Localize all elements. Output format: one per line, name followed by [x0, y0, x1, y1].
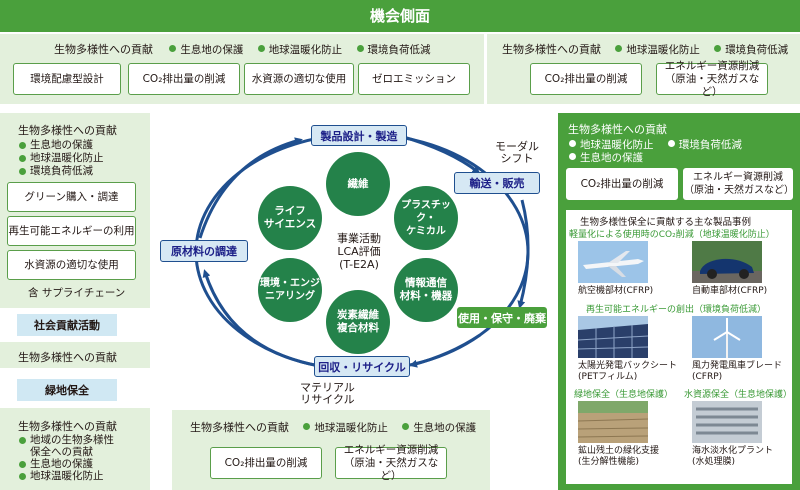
- social-panel: [0, 342, 150, 368]
- bullet-item: 地球温暖化防止: [614, 42, 700, 57]
- panel-title: 生物多様性への貢献: [18, 420, 117, 433]
- box-energy-resources: エネルギー資源削減 （原油・天然ガスなど）: [335, 444, 447, 482]
- stage-logistics: 輸送・販売: [454, 172, 540, 194]
- bullet-item: 生息地の保護: [168, 42, 243, 57]
- arrow-logistics-to-use: [517, 199, 530, 309]
- bullet-item: 生息地の保護: [18, 458, 114, 470]
- caption-wind: 風力発電風車ブレード (CFRP): [692, 361, 783, 382]
- material-recycle-note: マテリアル リサイクル: [300, 381, 355, 406]
- box-water-use: 水資源の適切な使用: [7, 250, 136, 280]
- stage-use: 使用・保守・廃棄: [457, 307, 547, 328]
- bullet-item: 生息地の保護: [568, 150, 643, 165]
- bullet-item: 地域の生物多様性 保全への貢献: [18, 434, 114, 458]
- caption-mine: 鉱山残土の緑化支援 (生分解性機能): [578, 446, 660, 467]
- mine-greening-photo: [578, 401, 648, 443]
- segment-it-materials: 情報通信 材料・機器: [394, 258, 458, 322]
- arrow-use-to-recycle: [409, 333, 481, 368]
- box-co2-reduction: CO₂排出量の削減: [210, 447, 322, 479]
- box-zero-emission: ゼロエミッション: [358, 63, 470, 95]
- panel-title: 生物多様性への貢献: [190, 421, 289, 434]
- stage-materials: 原材料の調達: [160, 240, 248, 262]
- box-co2-reduction: CO₂排出量の削減: [128, 63, 240, 95]
- panel-title: 生物多様性への貢献: [54, 43, 153, 56]
- bullet-item: 地球温暖化防止: [302, 420, 388, 435]
- center-lca-label: 事業活動 LCA評価 (T-E2A): [337, 232, 381, 271]
- social-text: 生物多様性への貢献: [18, 351, 117, 364]
- box-co2-reduction: CO₂排出量の削減: [530, 63, 642, 95]
- box-renewable-energy: 再生可能エネルギーの利用: [7, 216, 136, 246]
- modal-shift-note: モーダル シフト: [495, 140, 539, 165]
- box-green-procurement: グリーン購入・調達: [7, 182, 136, 212]
- car-photo: [692, 241, 762, 283]
- segment-carbon-fiber: 炭素繊維 複合材料: [326, 290, 390, 354]
- bullet-item: 地球温暖化防止: [568, 137, 654, 152]
- bullet-item: 環境負荷低減: [713, 42, 788, 57]
- category-water: 水資源保全（生息地保護）: [684, 390, 793, 400]
- solar-panel-photo: [578, 316, 648, 358]
- bullet-item: 環境負荷低減: [356, 42, 431, 57]
- wind-turbine-photo: [692, 316, 762, 358]
- bottom-center-header: 生物多様性への貢献 地球温暖化防止 生息地の保護: [190, 419, 486, 435]
- bullet-item: 生息地の保護: [401, 420, 476, 435]
- greening-bullets: 地域の生物多様性 保全への貢献 生息地の保護 地球温暖化防止: [18, 434, 114, 482]
- segment-life-science: ライフ サイエンス: [258, 186, 322, 250]
- caption-desalination: 海水淡水化プラント (水処理膜): [692, 446, 774, 467]
- box-energy-resources: エネルギー資源削減 （原油・天然ガスなど）: [683, 168, 794, 200]
- box-co2-reduction: CO₂排出量の削減: [566, 168, 678, 200]
- left-bullets: 生息地の保護 地球温暖化防止 環境負荷低減: [18, 139, 104, 178]
- supply-chain-note: 含 サプライチェーン: [28, 287, 126, 299]
- stage-recycle: 回収・リサイクル: [314, 356, 410, 377]
- product-examples: 生物多様性保全に貢献する主な製品事例 軽量化による使用時のCO₂削減（地球温暖化…: [566, 210, 792, 484]
- caption-solar: 太陽光発電バックシート (PETフィルム): [578, 361, 678, 382]
- social-heading: 社会貢献活動: [17, 314, 117, 336]
- stage-design: 製品設計・製造: [311, 125, 407, 146]
- bullet-item: 地球温暖化防止: [18, 152, 104, 165]
- bullet-item: 地球温暖化防止: [18, 470, 114, 482]
- box-eco-design: 環境配慮型設計: [13, 63, 121, 95]
- right-bullets-row1: 地球温暖化防止 環境負荷低減: [568, 137, 752, 152]
- panel-title: 生物多様性への貢献: [502, 43, 601, 56]
- desalination-photo: [692, 401, 762, 443]
- aircraft-photo: [578, 241, 648, 283]
- page-title: 機会側面: [0, 0, 800, 32]
- bullet-item: 環境負荷低減: [667, 137, 742, 152]
- panel-title: 生物多様性への貢献: [18, 124, 117, 137]
- bullet-item: 地球温暖化防止: [257, 42, 342, 57]
- caption-aircraft: 航空機部材(CFRP): [578, 286, 654, 296]
- right-bullets-row2: 生息地の保護: [568, 150, 653, 165]
- segment-fibers: 繊維: [326, 152, 390, 216]
- arrow-design-to-logistics: [399, 134, 481, 174]
- category-lightweight: 軽量化による使用時のCO₂削減（地球温暖化防止）: [569, 230, 775, 240]
- category-greening: 緑地保全（生息地保護）: [574, 390, 674, 400]
- examples-title: 生物多様性保全に貢献する主な製品事例: [580, 217, 752, 228]
- box-energy-resources: エネルギー資源削減 （原油・天然ガスなど）: [656, 60, 768, 98]
- bullet-item: 環境負荷低減: [18, 165, 104, 178]
- category-renewable: 再生可能エネルギーの創出（環境負荷低減）: [586, 305, 767, 315]
- segment-plastics-chemicals: プラスチック・ ケミカル: [394, 186, 458, 250]
- caption-car: 自動車部材(CFRP): [692, 286, 768, 296]
- segment-environment-engineering: 環境・エンジ ニアリング: [258, 258, 322, 322]
- bullet-item: 生息地の保護: [18, 139, 104, 152]
- greening-heading: 緑地保全: [17, 379, 117, 401]
- top-right-header: 生物多様性への貢献 地球温暖化防止 環境負荷低減: [502, 41, 798, 57]
- top-left-header: 生物多様性への貢献 生息地の保護 地球温暖化防止 環境負荷低減: [54, 41, 441, 57]
- panel-title: 生物多様性への貢献: [568, 123, 667, 136]
- box-water-use: 水資源の適切な使用: [244, 63, 354, 95]
